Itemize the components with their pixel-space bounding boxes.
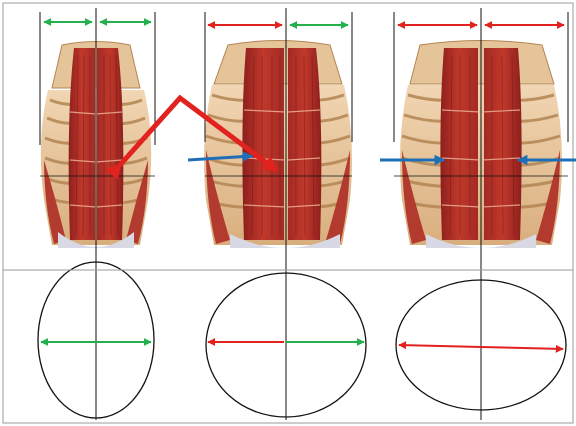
back-muscle-illustration xyxy=(204,41,352,249)
panel-middle xyxy=(188,8,366,420)
cross-section-arrow-right xyxy=(481,347,563,349)
panel-right xyxy=(380,8,576,420)
cross-section-arrow-left xyxy=(399,345,481,347)
panel-left xyxy=(38,8,155,420)
